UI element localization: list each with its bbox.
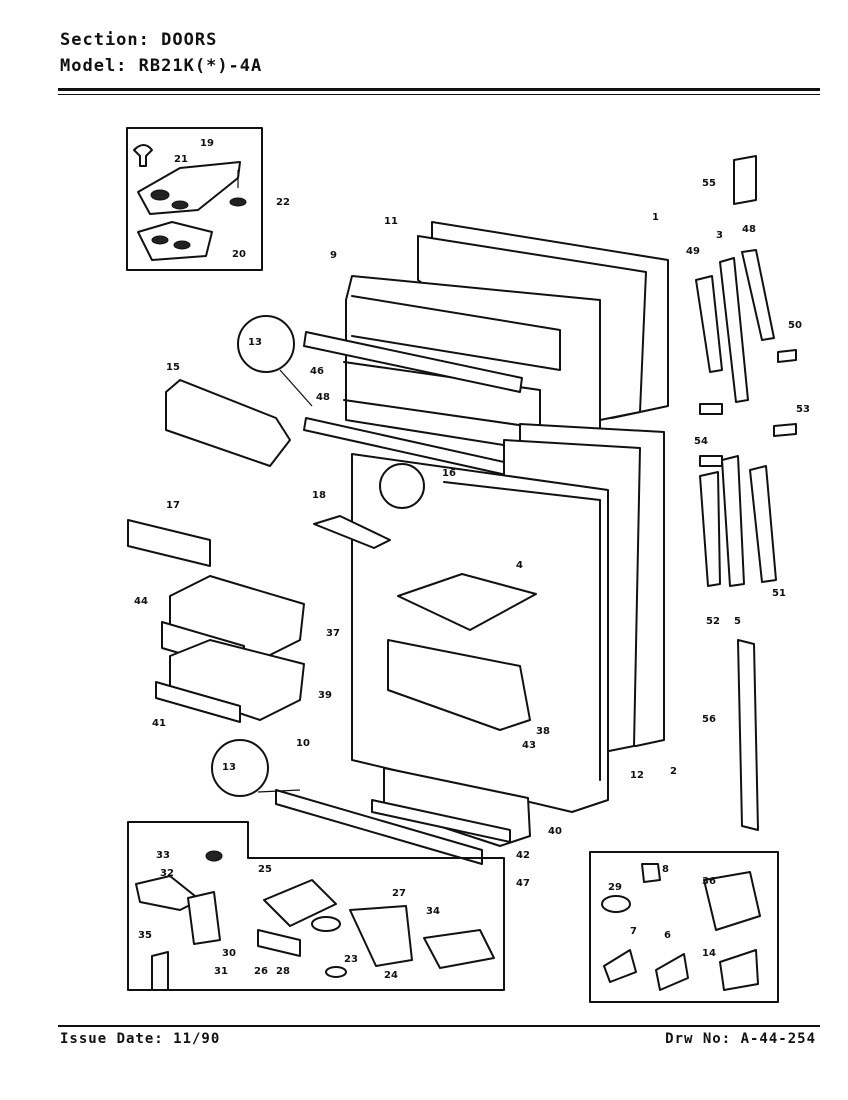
callout-label: 23: [344, 954, 358, 965]
callout-label: 41: [152, 718, 166, 729]
section-value: DOORS: [161, 30, 218, 50]
parts-inset-right: [589, 851, 779, 1003]
callout-label: 8: [662, 864, 669, 875]
callout-label: 24: [384, 970, 398, 981]
callout-label: 53: [796, 404, 810, 415]
callout-label: 22: [276, 197, 290, 208]
issue-date: Issue Date: 11/90: [60, 1031, 221, 1047]
footer-rule: [58, 1025, 820, 1027]
callout-label: 14: [702, 948, 716, 959]
callout-label: 51: [772, 588, 786, 599]
callout-label: 7: [630, 926, 637, 937]
header-rule-thick: [58, 88, 820, 91]
hinge-inset-top: [126, 127, 263, 271]
callout-label: 47: [516, 878, 530, 889]
callout-label: 48: [742, 224, 756, 235]
header-rule-thin: [58, 94, 820, 95]
callout-label: 44: [134, 596, 148, 607]
callout-label: 17: [166, 500, 180, 511]
callout-label: 56: [702, 714, 716, 725]
section-heading: Section: DOORS: [60, 30, 217, 50]
fresh-food-door-assembly: [275, 423, 665, 865]
callout-label: 42: [516, 850, 530, 861]
callout-label: 15: [166, 362, 180, 373]
callout-label: 50: [788, 320, 802, 331]
callout-label: 1: [652, 212, 659, 223]
callout-label: 34: [426, 906, 440, 917]
left-loose-parts: [127, 379, 391, 723]
callout-labels: 21 19 22 20 55 1 11 9 49 3 48 50 13 46 4…: [134, 138, 810, 981]
model-heading: Model: RB21K(*)-4A: [60, 56, 262, 76]
callout-label: 4: [516, 560, 523, 571]
freezer-door-assembly: [303, 221, 669, 479]
callout-label: 13: [248, 337, 262, 348]
callout-label: 29: [608, 882, 622, 893]
callout-label: 32: [160, 868, 174, 879]
right-hinge-parts: [695, 155, 797, 831]
callout-label: 38: [536, 726, 550, 737]
callout-label: 33: [156, 850, 170, 861]
callout-label: 10: [296, 738, 310, 749]
callout-label: 6: [664, 930, 671, 941]
callout-label: 2: [670, 766, 677, 777]
callout-label: 19: [200, 138, 214, 149]
callout-label: 16: [442, 468, 456, 479]
callout-label: 12: [630, 770, 644, 781]
callout-label: 49: [686, 246, 700, 257]
callout-label: 20: [232, 249, 246, 260]
callout-label: 39: [318, 690, 332, 701]
callout-label: 11: [384, 216, 398, 227]
callout-label: 46: [310, 366, 324, 377]
callout-label: 21: [174, 154, 188, 165]
callout-label: 37: [326, 628, 340, 639]
callout-label: 26: [254, 966, 268, 977]
model-value: RB21K(*)-4A: [138, 56, 263, 76]
callout-label: 25: [258, 864, 272, 875]
callout-label: 13: [222, 762, 236, 773]
detail-circles: [211, 315, 425, 797]
section-label: Section:: [60, 30, 150, 50]
callout-label: 48: [316, 392, 330, 403]
callout-label: 36: [702, 876, 716, 887]
callout-label: 31: [214, 966, 228, 977]
callout-label: 52: [706, 616, 720, 627]
drawing-number: Drw No: A-44-254: [665, 1031, 816, 1047]
callout-label: 54: [694, 436, 708, 447]
model-label: Model:: [60, 56, 128, 76]
callout-label: 3: [716, 230, 723, 241]
callout-label: 9: [330, 250, 337, 261]
callout-label: 28: [276, 966, 290, 977]
callout-label: 30: [222, 948, 236, 959]
callout-label: 55: [702, 178, 716, 189]
callout-label: 35: [138, 930, 152, 941]
hinge-inset-bottom: [127, 821, 505, 991]
callout-label: 43: [522, 740, 536, 751]
callout-label: 5: [734, 616, 741, 627]
callout-label: 18: [312, 490, 326, 501]
callout-label: 27: [392, 888, 406, 899]
callout-label: 40: [548, 826, 562, 837]
